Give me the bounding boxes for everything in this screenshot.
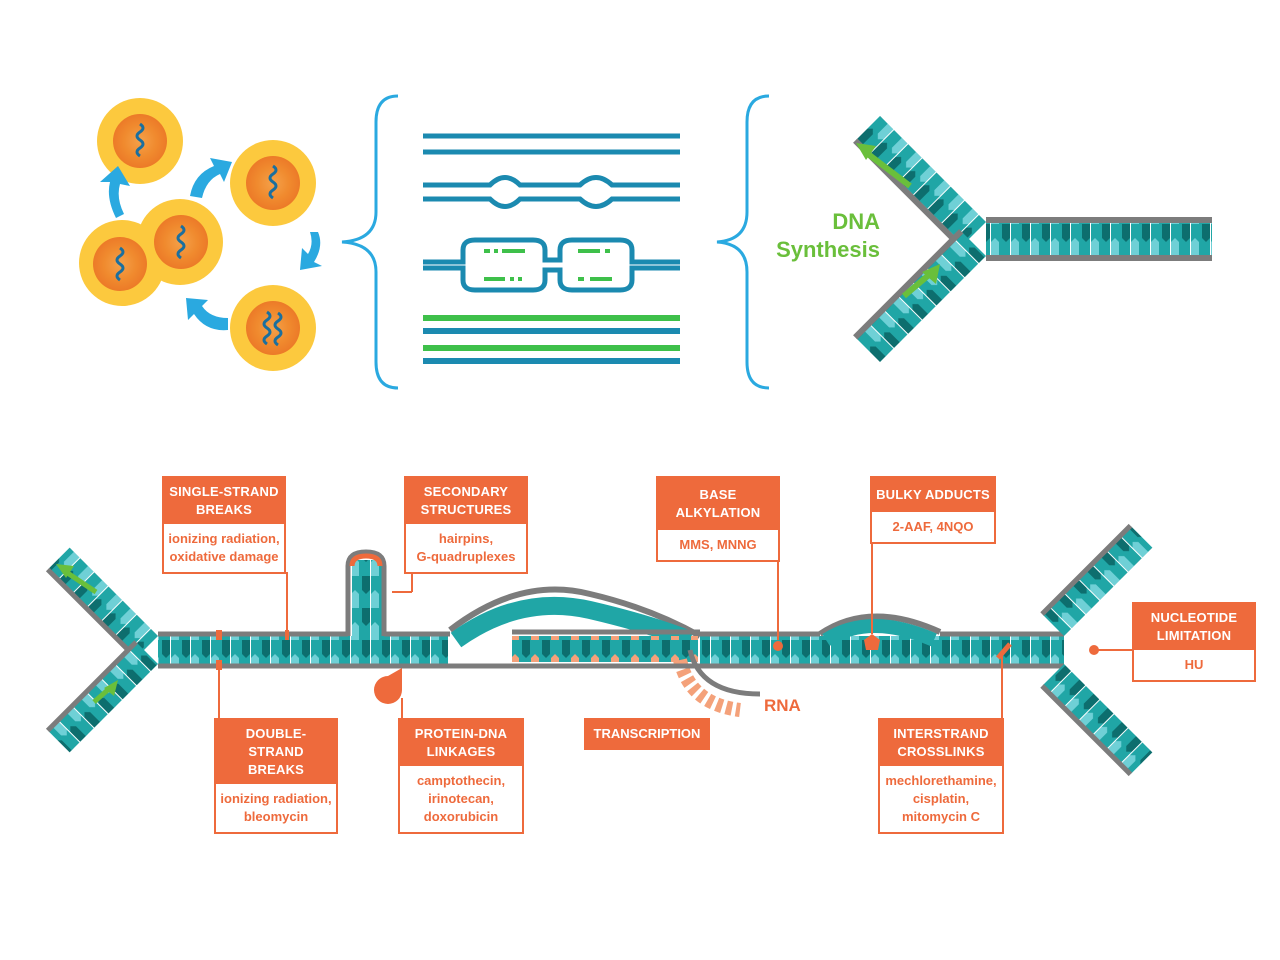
box-body: HU [1184, 657, 1204, 672]
box-title: BULKY ADDUCTS [872, 478, 994, 512]
bottom-dna-strand [45, 523, 1153, 777]
box-body: MMS, MNNG [679, 537, 757, 552]
box-title: SECONDARY STRUCTURES [406, 478, 526, 524]
left-brace [341, 94, 399, 390]
bulky-adduct-marker [864, 634, 880, 650]
cell-dividing [79, 199, 223, 306]
damage-markers [216, 630, 1099, 704]
stage-replicated [423, 315, 680, 364]
box-double-strand-breaks: DOUBLE-STRAND BREAKS ionizing radiation,… [214, 718, 338, 834]
box-title: BASE ALKYLATION [658, 478, 778, 530]
leading-strand-arrowhead-bottom [922, 264, 940, 284]
ssb-marker [285, 630, 289, 640]
cell-bottom-right [230, 285, 316, 371]
box-body: ionizing radiation, oxidative damage [168, 531, 280, 564]
box-single-strand-breaks: SINGLE-STRAND BREAKS ionizing radiation,… [162, 476, 286, 574]
leading-strand-arrow-bottom [902, 271, 932, 299]
dsb-marker-bottom [216, 660, 222, 670]
bulky-bubble [818, 613, 942, 637]
cycle-arrow-4 [186, 298, 228, 331]
top-replication-fork [853, 115, 1212, 363]
box-title: NUCLEOTIDE LIMITATION [1134, 604, 1254, 650]
stage-forks [423, 237, 680, 293]
transcription-bubble-top [448, 586, 702, 639]
cycle-arrow-3 [300, 232, 322, 270]
box-secondary-structures: SECONDARY STRUCTURES hairpins, G-quadrup… [404, 476, 528, 574]
hairpin [352, 560, 382, 638]
cycle-arrow-1 [100, 166, 130, 218]
cell-top-right [230, 140, 316, 226]
box-interstrand-crosslinks: INTERSTRAND CROSSLINKS mechlorethamine, … [878, 718, 1004, 834]
transcription-label: TRANSCRIPTION [584, 718, 710, 750]
cycle-arrow-2 [190, 158, 232, 198]
base-alkylation-marker [773, 641, 783, 651]
cycle-arrows [100, 158, 322, 331]
box-title: SINGLE-STRAND BREAKS [164, 478, 284, 524]
interstrand-crosslink-marker [996, 642, 1012, 660]
right-brace [716, 94, 770, 390]
dsb-marker-top [216, 630, 222, 640]
cell-top-left [97, 98, 183, 184]
box-bulky-adducts: BULKY ADDUCTS 2-AAF, 4NQO [870, 476, 996, 544]
box-body: mechlorethamine, cisplatin, mitomycin C [885, 773, 997, 824]
box-title: PROTEIN-DNA LINKAGES [400, 720, 522, 766]
cell-cycle [79, 98, 322, 371]
box-body: hairpins, G-quadruplexes [416, 531, 516, 564]
box-base-alkylation: BASE ALKYLATION MMS, MNNG [656, 476, 780, 562]
protein-dna-linkage-marker [374, 668, 402, 704]
box-body: camptothecin, irinotecan, doxorubicin [416, 773, 506, 824]
box-protein-dna-linkages: PROTEIN-DNA LINKAGES camptothecin, irino… [398, 718, 524, 834]
leading-strand-arrow-top [866, 151, 912, 189]
left-fork-arrow-top [64, 569, 98, 595]
box-title: DOUBLE-STRAND BREAKS [216, 720, 336, 784]
box-nucleotide-limitation: NUCLEOTIDE LIMITATION HU [1132, 602, 1256, 682]
box-title: INTERSTRAND CROSSLINKS [880, 720, 1002, 766]
replication-stages [423, 133, 680, 364]
stage-bubbles [423, 175, 680, 209]
leading-strand-arrowhead-top [856, 143, 876, 160]
box-body: 2-AAF, 4NQO [892, 519, 974, 534]
rna-label: RNA [764, 696, 801, 715]
dna-synthesis-label: DNA Synthesis [776, 209, 880, 262]
stage-unreplicated [423, 133, 680, 155]
rna-strand [687, 649, 761, 697]
box-body: ionizing radiation, bleomycin [220, 791, 332, 824]
